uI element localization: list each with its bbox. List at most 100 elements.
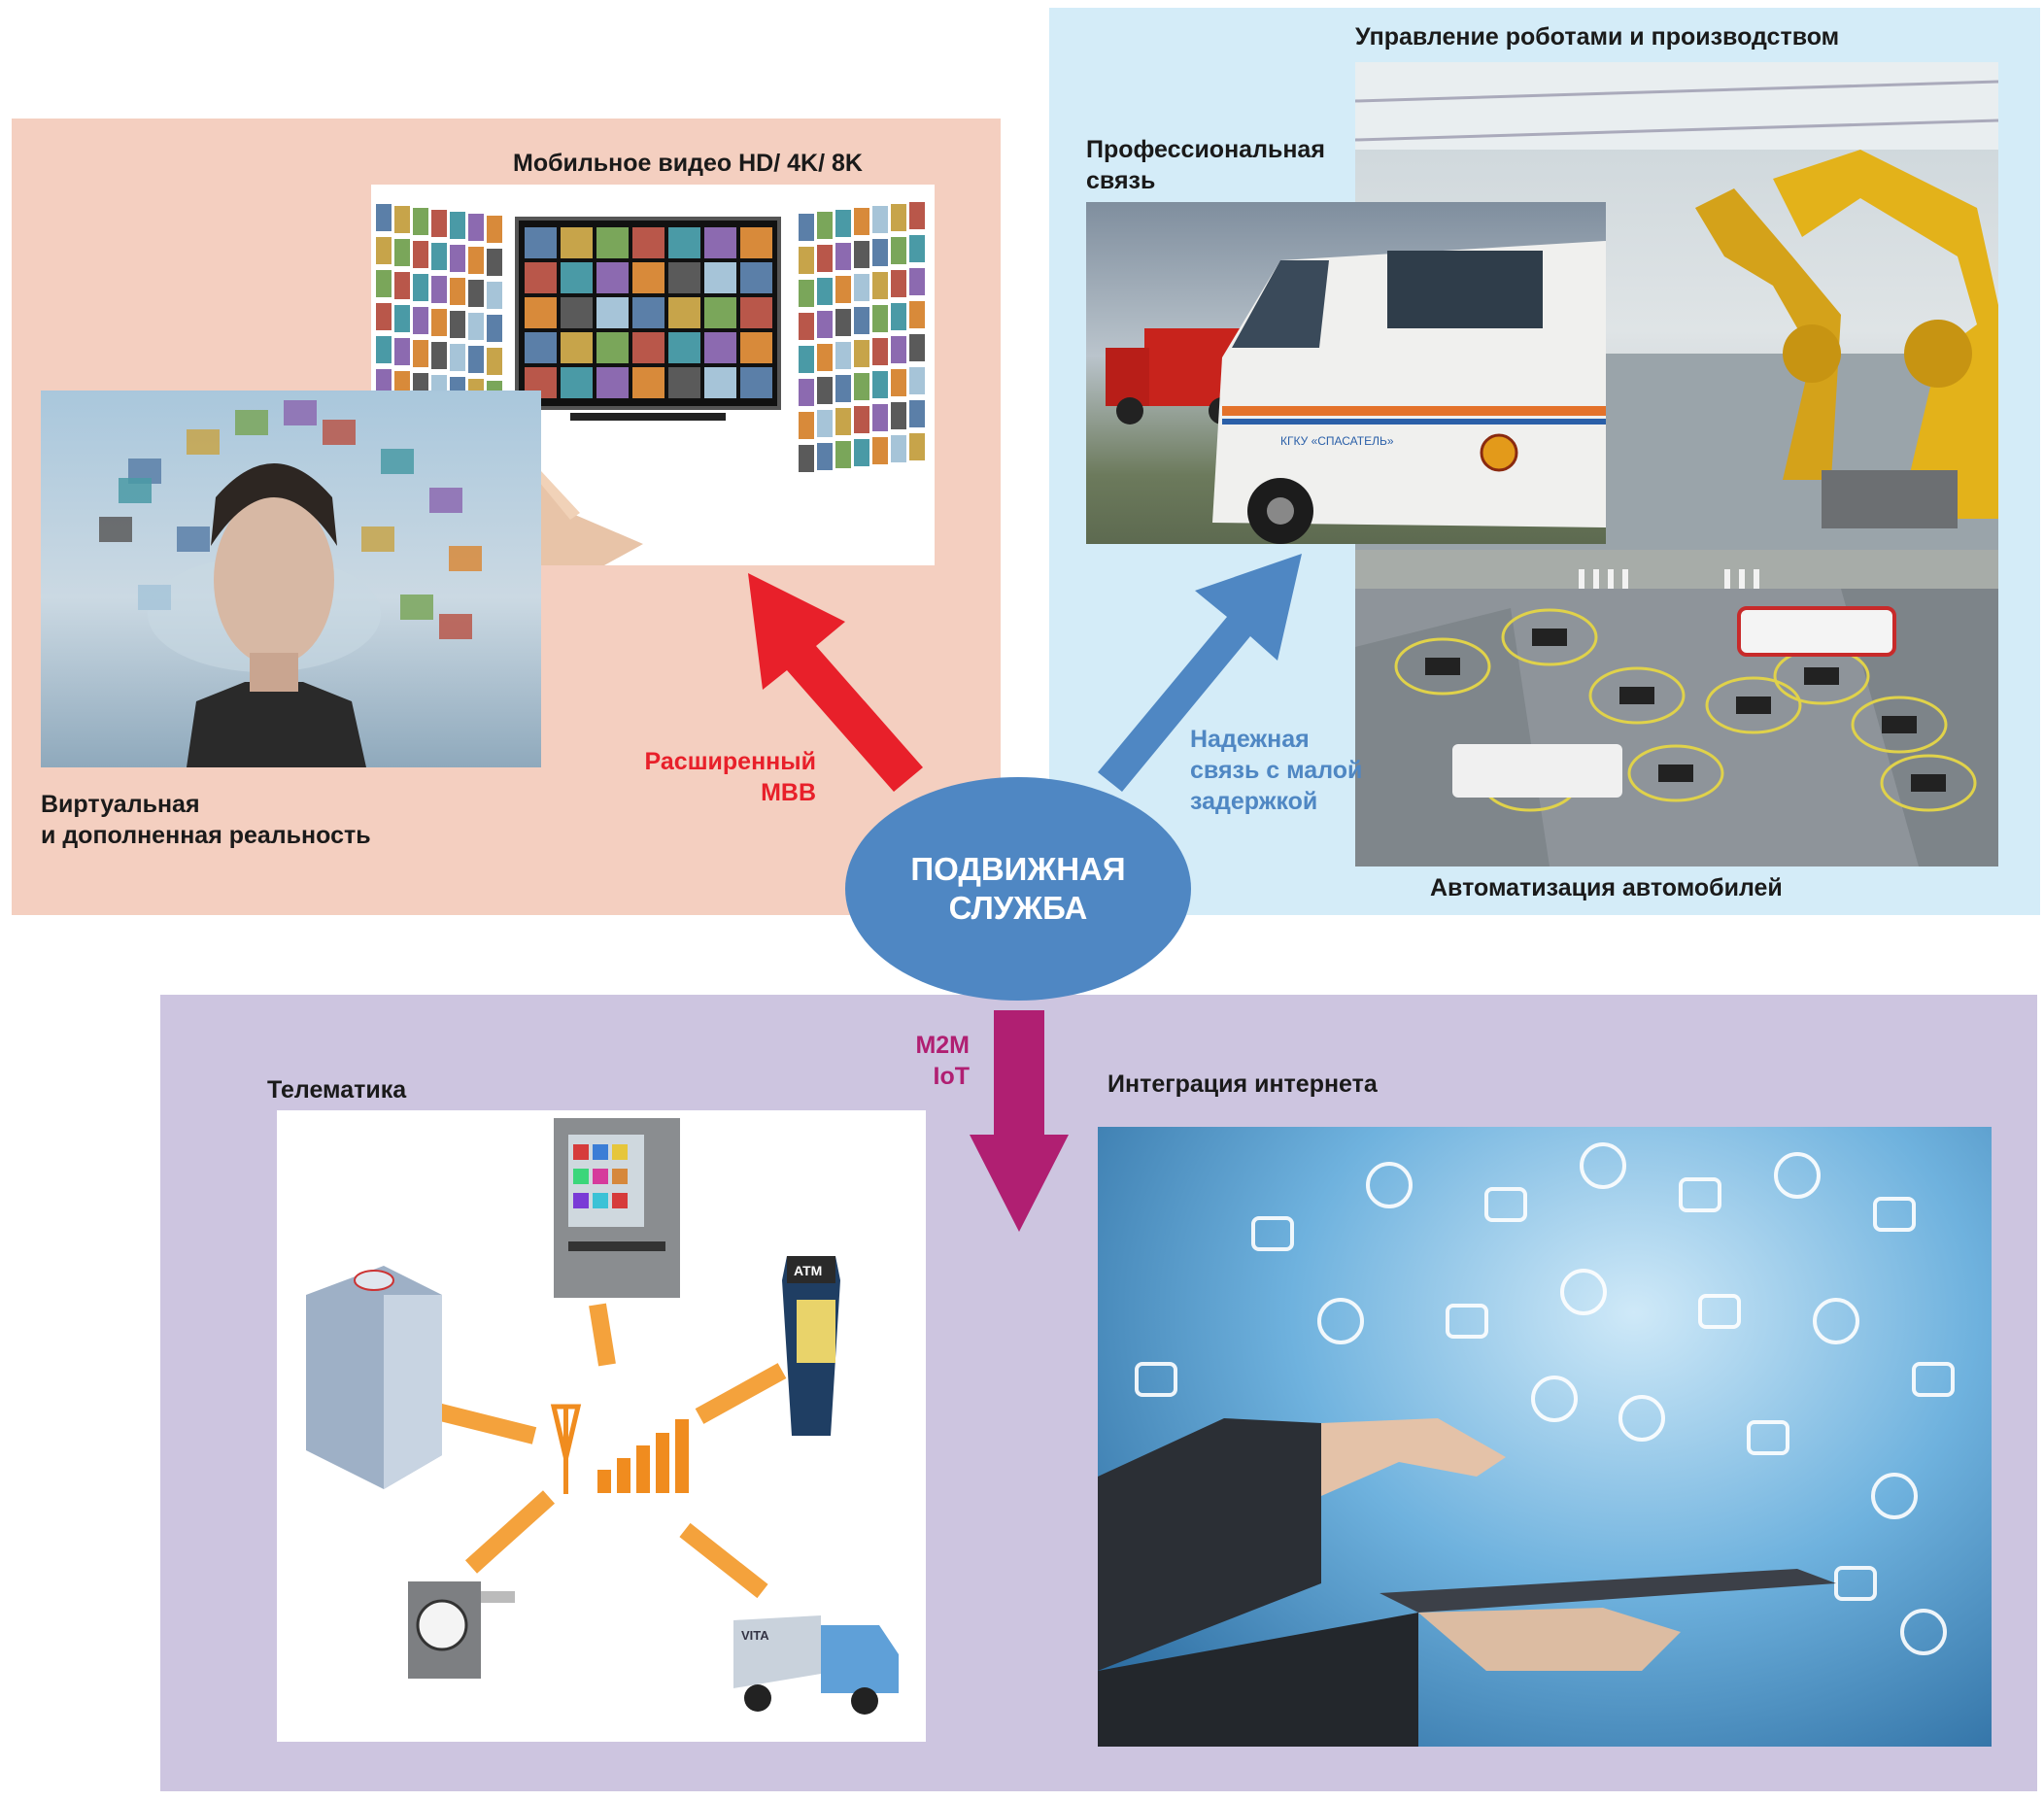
video-thumbnail — [561, 297, 593, 328]
video-thumbnail — [872, 371, 888, 398]
video-thumbnail — [909, 301, 925, 328]
video-thumbnail — [450, 245, 465, 272]
video-thumbnail — [740, 262, 772, 293]
web-icon — [1679, 1177, 1721, 1212]
car — [1804, 667, 1839, 685]
video-thumbnail — [817, 443, 833, 470]
video-thumbnail — [854, 241, 869, 268]
video-thumbnail — [525, 262, 557, 293]
van-brand-text: КГКУ «СПАСАТЕЛЬ» — [1280, 434, 1394, 448]
video-thumbnail — [596, 297, 629, 328]
video-thumbnail — [487, 282, 502, 309]
floating-media-tile — [119, 478, 152, 503]
urllc-arrow — [1098, 554, 1302, 792]
video-thumbnail — [854, 340, 869, 367]
web-icon — [1135, 1362, 1177, 1397]
video-thumbnail — [740, 367, 772, 398]
video-thumbnail — [740, 297, 772, 328]
caption-professional: Профессиональная связь — [1086, 136, 1325, 194]
video-thumbnail — [891, 204, 906, 231]
signal-ring — [1394, 637, 1491, 696]
signal-ring — [1705, 676, 1802, 734]
video-thumbnail — [740, 332, 772, 363]
signal-ring — [1851, 696, 1948, 754]
video-thumbnail — [704, 367, 736, 398]
video-thumbnail — [596, 332, 629, 363]
video-thumbnail — [799, 280, 814, 307]
video-thumbnail — [450, 212, 465, 239]
video-thumbnail — [376, 204, 392, 231]
video-thumbnail — [854, 439, 869, 466]
floating-media-tile — [99, 517, 132, 542]
video-thumbnail — [891, 270, 906, 297]
video-thumbnail — [872, 338, 888, 365]
video-thumbnail — [854, 274, 869, 301]
caption-telematics: Телематика — [267, 1076, 407, 1104]
telematics-diagram: ATM VITA — [277, 1110, 926, 1742]
video-thumbnail — [872, 437, 888, 464]
video-thumbnail — [525, 297, 557, 328]
video-thumbnail — [909, 400, 925, 427]
video-thumbnail — [632, 332, 664, 363]
signal-ring — [1501, 608, 1598, 666]
floating-media-tile — [284, 400, 317, 425]
car — [1425, 658, 1460, 675]
video-thumbnail — [872, 272, 888, 299]
video-thumbnail — [799, 412, 814, 439]
video-thumbnail — [668, 262, 700, 293]
web-icon — [1747, 1420, 1789, 1455]
car — [1736, 697, 1771, 714]
video-thumbnail — [413, 307, 428, 334]
embb-arrow — [748, 573, 923, 792]
web-icon — [1873, 1197, 1916, 1232]
video-thumbnail — [799, 346, 814, 373]
caption-mobile-video: Мобильное видео HD/ 4K/ 8K — [513, 150, 863, 177]
video-thumbnail — [450, 344, 465, 371]
video-thumbnail — [817, 212, 833, 239]
video-thumbnail — [394, 338, 410, 365]
video-thumbnail — [394, 206, 410, 233]
video-thumbnail — [854, 307, 869, 334]
web-icon — [1774, 1152, 1821, 1199]
video-thumbnail — [909, 367, 925, 394]
smart-traffic-image — [1355, 550, 1998, 867]
video-thumbnail — [487, 348, 502, 375]
signal-ring — [1627, 744, 1724, 802]
web-icon — [1698, 1294, 1741, 1329]
video-thumbnail — [817, 278, 833, 305]
floating-media-tile — [235, 410, 268, 435]
video-thumbnail — [376, 336, 392, 363]
urllc-label: Надежная связь с малой задержкой — [1190, 726, 1363, 815]
video-thumbnail — [909, 202, 925, 229]
video-thumbnail — [450, 278, 465, 305]
video-thumbnail — [596, 227, 629, 258]
video-thumbnail — [891, 303, 906, 330]
car — [1882, 716, 1917, 733]
caption-automotive: Автоматизация автомобилей — [1430, 874, 1783, 901]
floating-media-tile — [177, 527, 210, 552]
vr-woman-image — [41, 391, 541, 767]
video-thumbnail — [854, 406, 869, 433]
mmtc-arrow — [970, 1010, 1069, 1232]
video-thumbnail — [376, 369, 392, 396]
video-thumbnail — [468, 313, 484, 340]
signal-ring — [1588, 666, 1686, 725]
video-thumbnail — [817, 344, 833, 371]
video-thumbnail — [740, 227, 772, 258]
video-thumbnail — [704, 227, 736, 258]
video-thumbnail — [835, 342, 851, 369]
atm-text: ATM — [794, 1263, 822, 1278]
video-thumbnail — [394, 272, 410, 299]
video-thumbnail — [909, 235, 925, 262]
floating-media-tile — [138, 585, 171, 610]
video-thumbnail — [835, 243, 851, 270]
video-thumbnail — [891, 369, 906, 396]
video-thumbnail — [817, 377, 833, 404]
video-thumbnail — [817, 410, 833, 437]
video-thumbnail — [891, 237, 906, 264]
mmtc-label: M2M IoT — [915, 1032, 970, 1090]
video-thumbnail — [431, 243, 447, 270]
video-thumbnail — [799, 247, 814, 274]
web-icon — [1317, 1298, 1364, 1344]
web-icon — [1900, 1609, 1947, 1655]
